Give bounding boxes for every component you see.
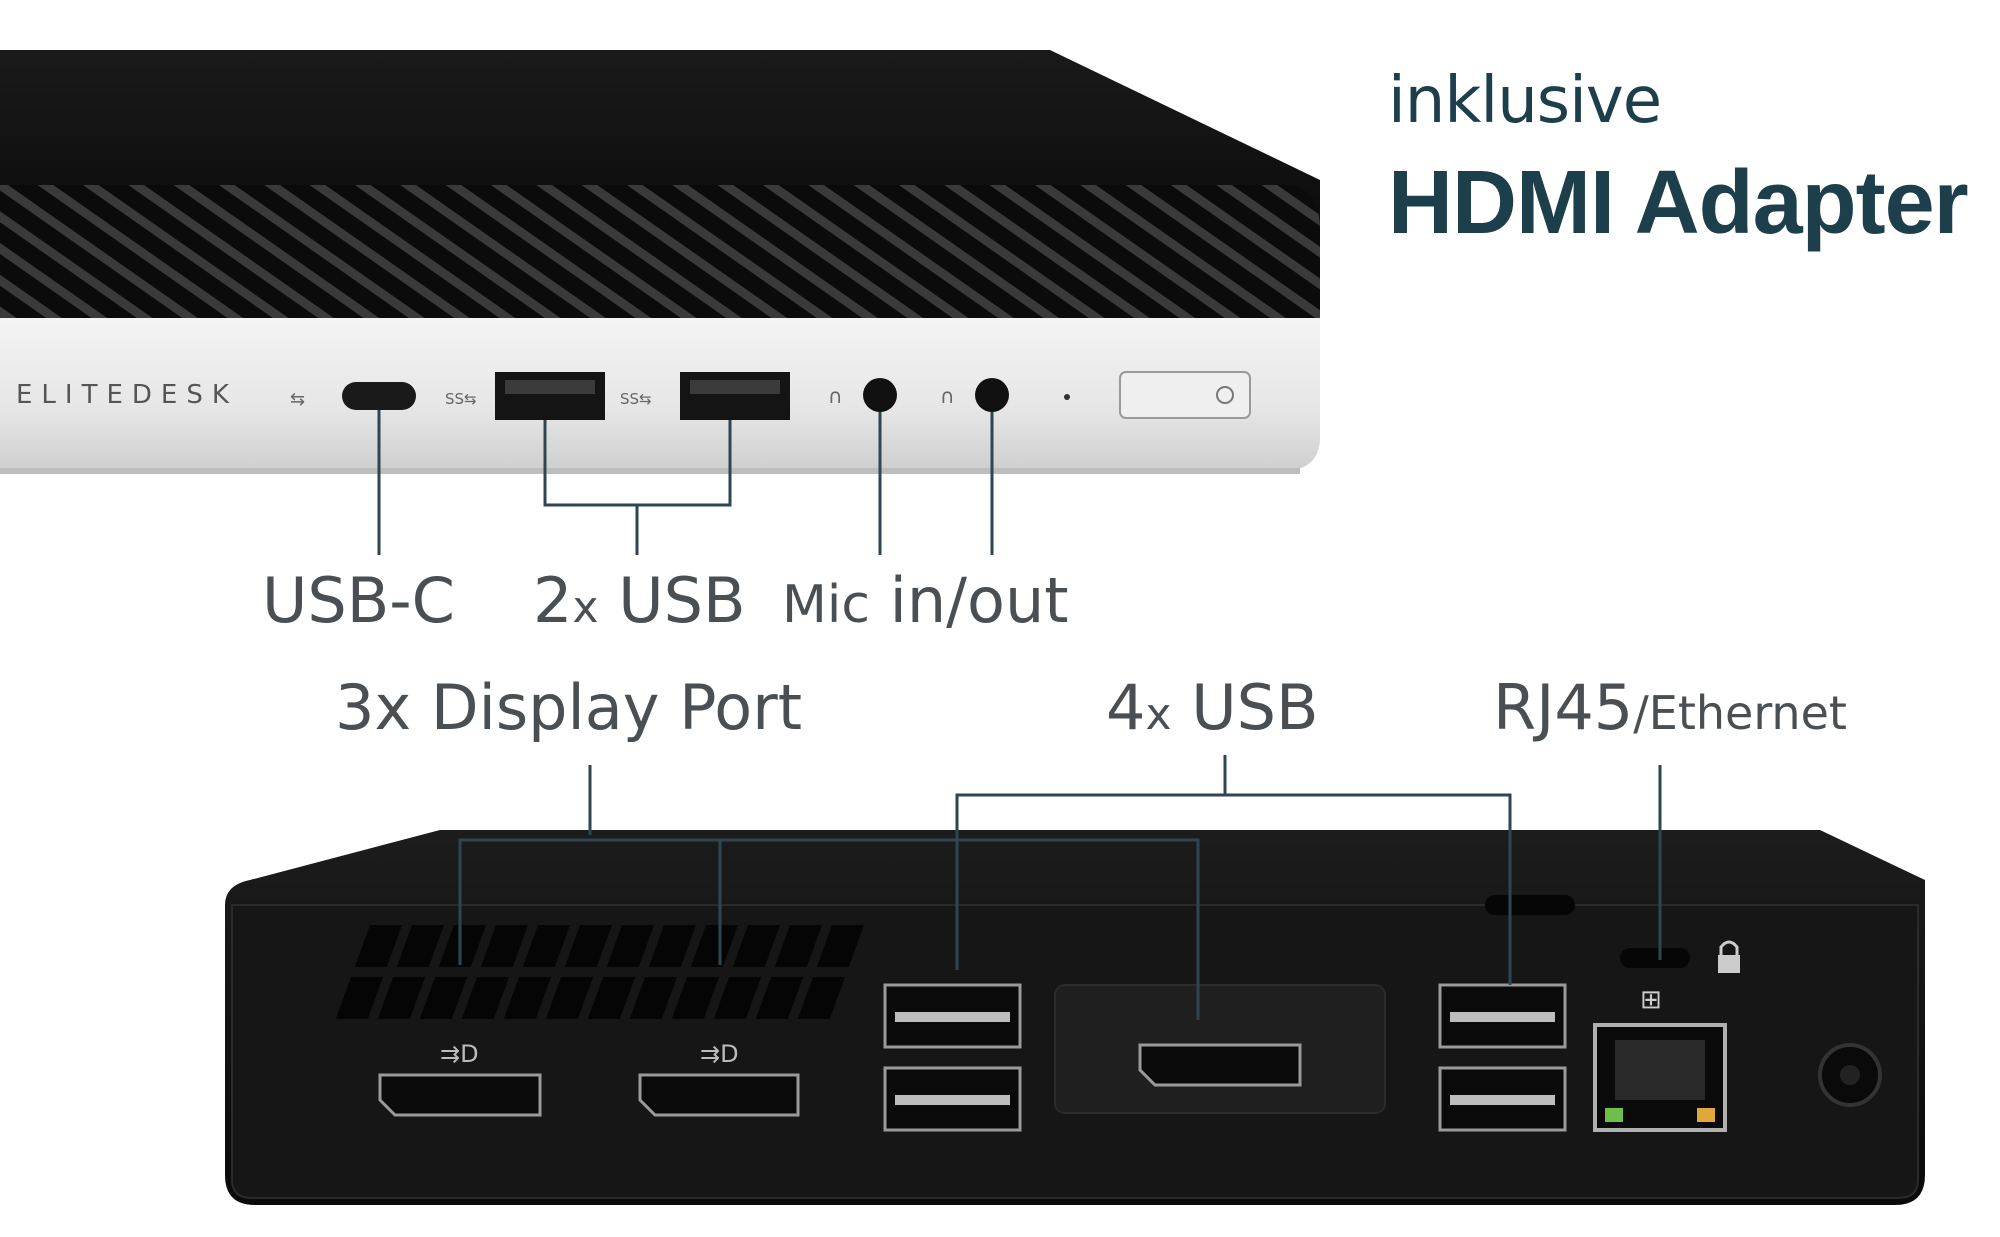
label-rj45-ethernet: RJ45/Ethernet <box>1493 677 1847 739</box>
headphone-jack <box>975 378 1009 412</box>
usb-a-port-front-1 <box>495 372 605 420</box>
svg-text:⇉D: ⇉D <box>700 1040 739 1068</box>
usb-a-port-front-2 <box>680 372 790 420</box>
svg-text:SS⇆: SS⇆ <box>445 390 477 408</box>
label-2x-usb-text: USB <box>598 564 746 637</box>
label-mic: Mic <box>782 575 870 635</box>
svg-text:SS⇆: SS⇆ <box>620 390 652 408</box>
label-ethernet: /Ethernet <box>1633 686 1847 740</box>
power-icon <box>1216 386 1234 404</box>
svg-text:⇉D: ⇉D <box>440 1040 479 1068</box>
front-leader-lines <box>377 410 994 555</box>
svg-text:∩: ∩ <box>940 384 955 408</box>
label-usb-c: USB-C <box>262 564 455 637</box>
displayport-1: ⇉D <box>378 1040 542 1117</box>
label-4x-usb-text: USB <box>1171 671 1319 744</box>
brand-label: ELITEDESK <box>16 380 238 410</box>
label-rj45: RJ45 <box>1493 671 1634 744</box>
svg-text:∩: ∩ <box>828 384 843 408</box>
label-4x-usb-x: x <box>1145 689 1172 740</box>
back-device: ⇉D ⇉D ⊞ <box>225 755 1925 1205</box>
back-leader-lines <box>458 755 1662 1020</box>
label-3x-display-port: 3x Display Port <box>335 671 802 744</box>
label-in-out: in/out <box>869 564 1069 637</box>
label-4x-usb-count: 4 <box>1106 671 1146 744</box>
power-button <box>1119 371 1251 419</box>
rj45-port: ⊞ <box>1593 985 1727 1132</box>
label-4x-usb: 4x USB <box>1106 677 1318 739</box>
label-2x-usb: 2x USB <box>533 570 745 632</box>
label-mic-in-out: Mic in/out <box>782 570 1069 632</box>
headline-inklusive: inklusive <box>1388 64 1662 138</box>
displayport-3 <box>1138 1043 1302 1087</box>
headline-hdmi-adapter: HDMI Adapter <box>1388 153 1969 253</box>
front-device: ⇆ SS⇆ SS⇆ ∩ ∩ <box>0 50 1320 555</box>
usb-c-port <box>342 382 416 410</box>
mic-jack <box>863 378 897 412</box>
label-2x-usb-x: x <box>572 582 599 633</box>
svg-text:⇆: ⇆ <box>290 389 305 410</box>
label-2x-usb-count: 2 <box>533 564 573 637</box>
back-vent <box>335 925 864 1019</box>
displayport-2: ⇉D <box>638 1040 800 1117</box>
svg-text:⊞: ⊞ <box>1640 985 1662 1015</box>
